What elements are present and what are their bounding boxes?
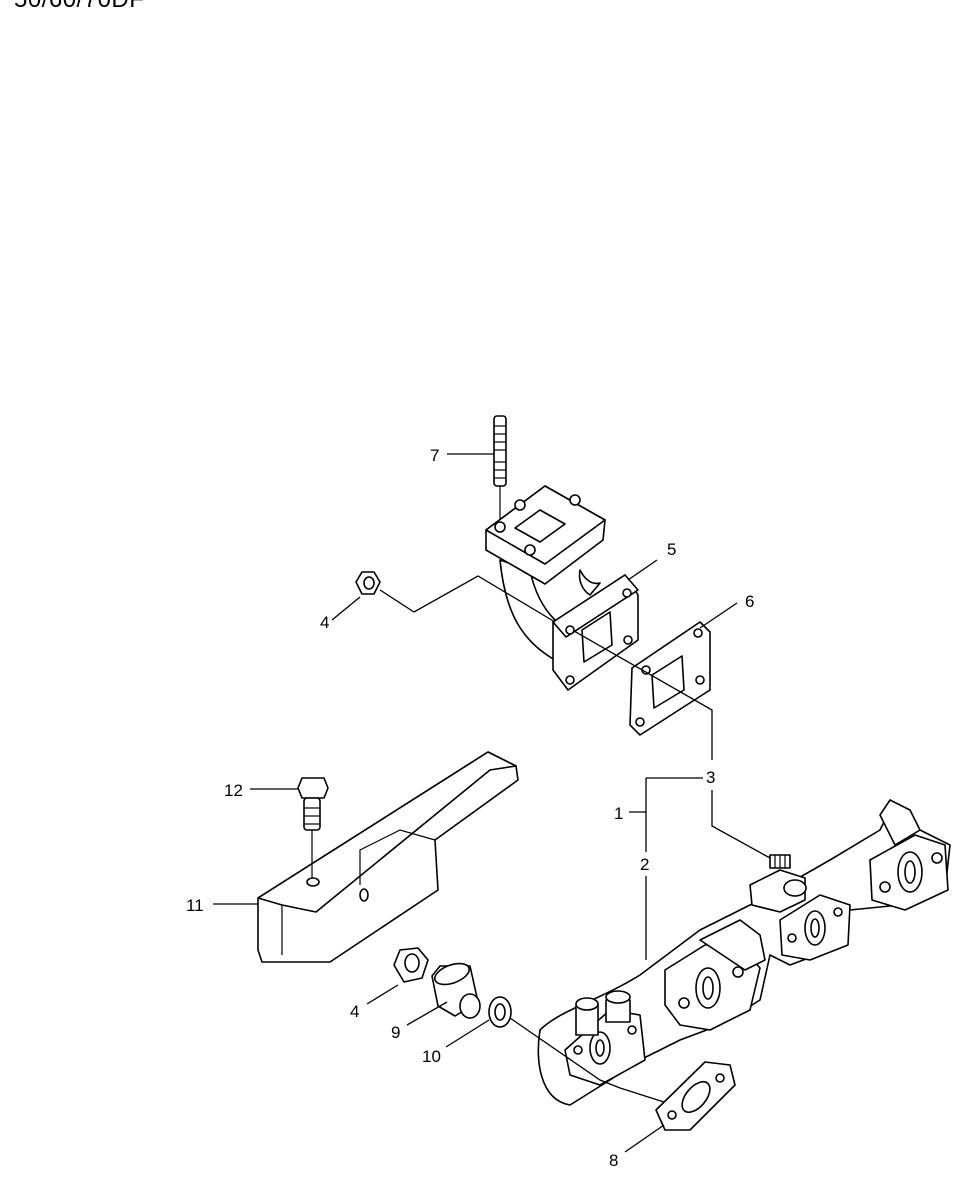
callout-4-lower: 4 (350, 1002, 359, 1021)
callout-1: 1 (614, 804, 623, 823)
callout-4-upper: 4 (320, 613, 329, 632)
part-nut-lower (393, 947, 429, 983)
callout-2: 2 (640, 855, 649, 874)
part-gasket-oval (655, 1061, 736, 1131)
callout-11: 11 (186, 896, 204, 915)
callout-9: 9 (391, 1023, 400, 1042)
part-exhaust-manifold (537, 799, 951, 1106)
callout-10: 10 (422, 1047, 441, 1066)
callout-3: 3 (706, 768, 715, 787)
callout-7: 7 (430, 446, 439, 465)
callout-8: 8 (609, 1151, 618, 1170)
diagram-title: 50/60/70DF (14, 0, 144, 14)
part-gasket-square (629, 621, 711, 736)
callout-5: 5 (667, 540, 676, 559)
part-heat-shield (257, 751, 519, 963)
part-stud (493, 415, 507, 525)
part-bolt (297, 777, 329, 878)
part-washer (488, 996, 512, 1028)
callout-6: 6 (745, 592, 754, 611)
leader-lines (213, 453, 771, 1153)
callout-12: 12 (224, 781, 243, 800)
part-nut-upper (355, 571, 381, 595)
part-spacer (431, 962, 481, 1019)
part-elbow (485, 485, 639, 691)
